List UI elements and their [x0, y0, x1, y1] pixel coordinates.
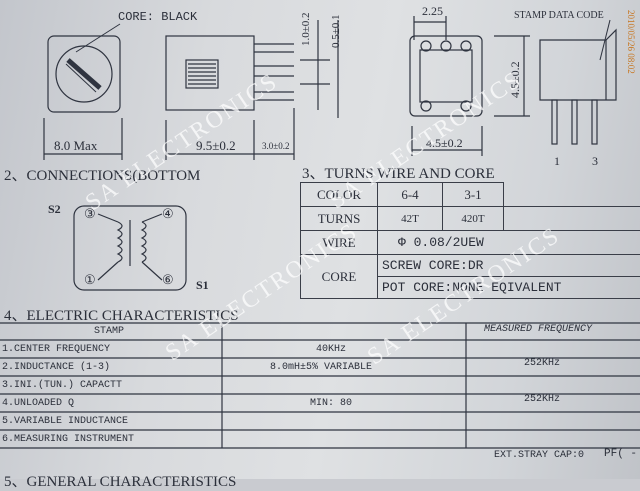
footer-right: PF( - [604, 448, 637, 460]
turns-b: 420T [443, 207, 504, 231]
label-s2: S2 [48, 202, 61, 217]
front-view-slot [68, 60, 100, 88]
row-label: 5.VARIABLE INDUCTANCE [2, 416, 128, 427]
label-s1: S1 [196, 278, 209, 293]
stamp-header: STAMP [94, 326, 124, 337]
dim-top: 2.25 [422, 4, 443, 19]
pin-1: ① [84, 272, 96, 288]
core-label: CORE: BLACK [118, 10, 197, 24]
stamp-label: STAMP DATA CODE [514, 10, 604, 21]
datasheet-page: CORE: BLACK 8.0 Max 9.5±0.2 3.0±0.2 1.0±… [0, 0, 640, 479]
row-value: MIN: 80 [310, 398, 352, 409]
core-leader-line [76, 24, 120, 52]
dim-pin: 3.0±0.2 [262, 141, 289, 151]
row-label: 3.INI.(TUN.) CAPACTT [2, 380, 122, 391]
measured-header: MEASURED FREQUENCY [484, 324, 592, 335]
corner-code: 2010/05/26 08:02 [626, 10, 636, 74]
pin-4: ④ [162, 206, 174, 222]
general-title: 5、GENERAL CHARACTERISTICS [4, 470, 236, 491]
dim-pin-h: 1.0±0.2 [300, 12, 312, 46]
row-value: 40KHz [316, 344, 346, 355]
dim-pin-w: 0.5±0.1 [330, 14, 342, 48]
turns-a: 42T [378, 207, 443, 231]
color-b: 3-1 [443, 183, 504, 207]
row-measured: 252KHz [524, 358, 560, 369]
row-value: 8.0mH±5% VARIABLE [270, 362, 372, 373]
row-label: 2.INDUCTANCE (1-3) [2, 362, 110, 373]
row-label: 1.CENTER FREQUENCY [2, 344, 110, 355]
color-a: 6-4 [378, 183, 443, 207]
coil-right [142, 222, 146, 262]
row-label: 4.UNLOADED Q [2, 398, 74, 409]
pin-label-3: 3 [592, 154, 598, 169]
coil-left [118, 222, 122, 262]
row-label: 6.MEASURING INSTRUMENT [2, 434, 134, 445]
dim-width: 8.0 Max [54, 138, 97, 154]
pin-6: ⑥ [162, 272, 174, 288]
footer-left: EXT.STRAY CAP:0 [494, 450, 584, 461]
row-measured: 252KHz [524, 394, 560, 405]
pin-label-1: 1 [554, 154, 560, 169]
